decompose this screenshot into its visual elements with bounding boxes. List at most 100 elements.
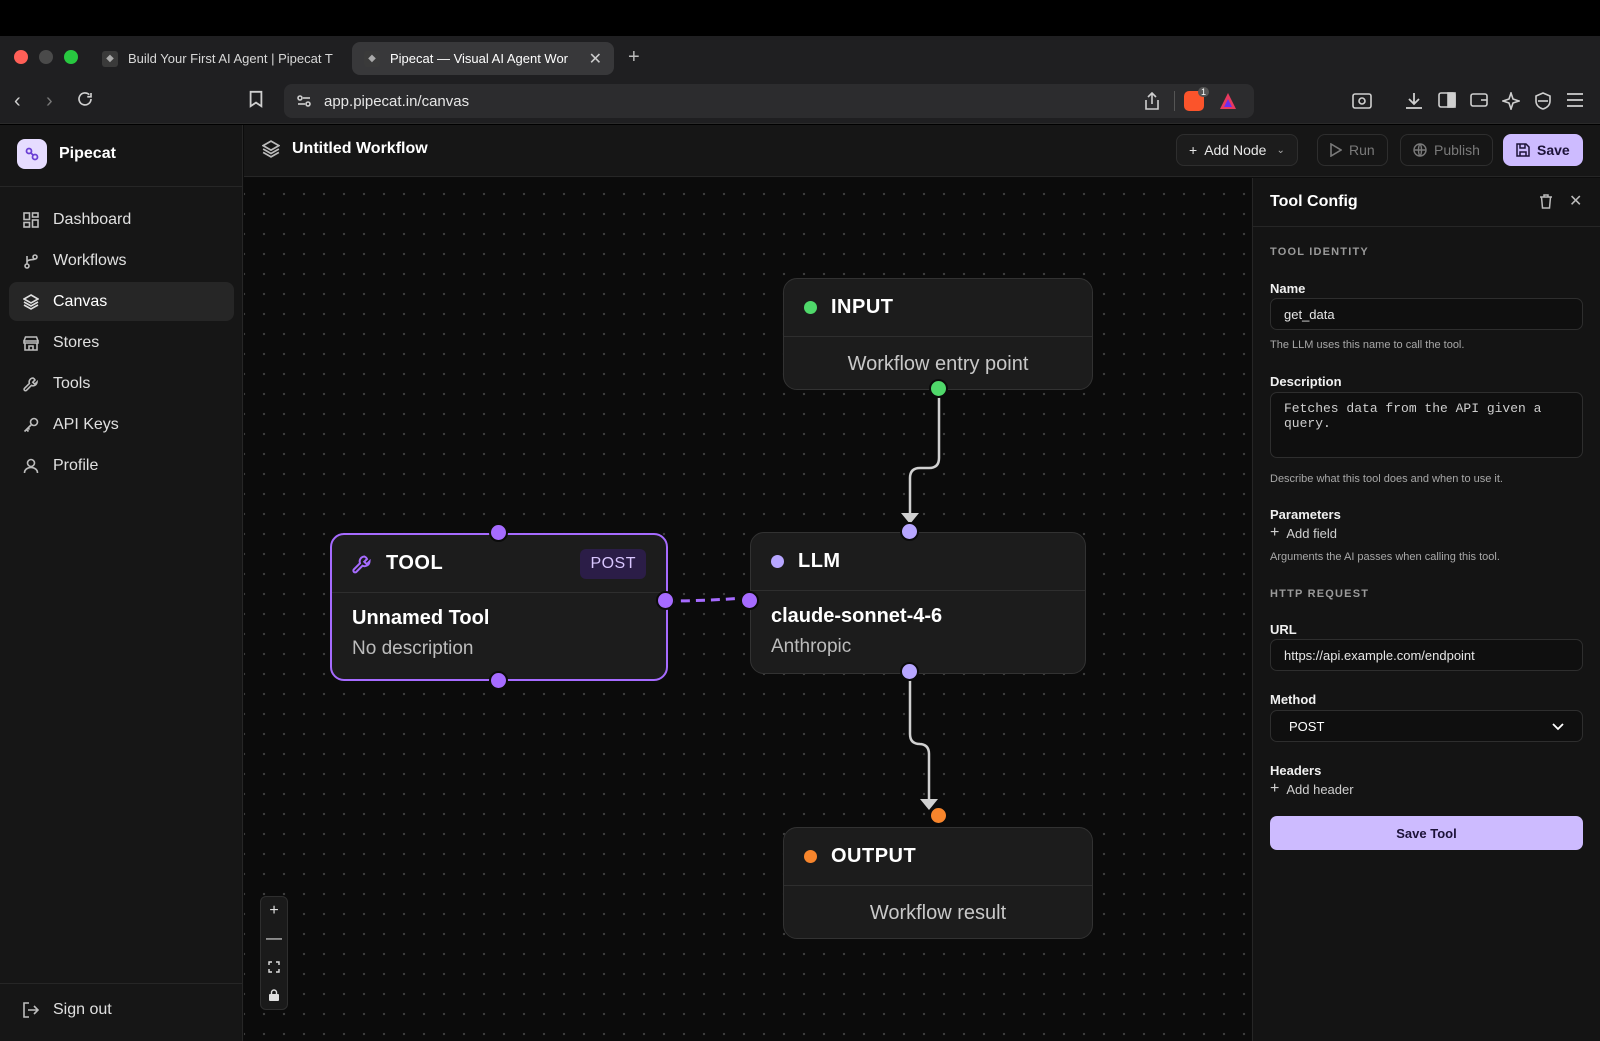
chevron-down-icon xyxy=(1552,719,1564,734)
screenshot-icon[interactable] xyxy=(1352,92,1372,112)
description-help: Describe what this tool does and when to… xyxy=(1270,473,1503,485)
output-node[interactable]: OUTPUT Workflow result xyxy=(783,827,1093,939)
minimize-window-button[interactable] xyxy=(39,50,53,64)
sidebar-item-tools[interactable]: Tools xyxy=(9,364,234,403)
leo-ai-icon[interactable] xyxy=(1500,90,1522,112)
sidebar-item-workflows[interactable]: Workflows xyxy=(9,241,234,280)
grid-icon xyxy=(22,211,40,229)
llm-source-handle[interactable] xyxy=(900,662,919,681)
tool-right-handle[interactable] xyxy=(656,591,675,610)
wallet-icon[interactable] xyxy=(1469,92,1489,112)
plus-icon: + xyxy=(1270,780,1280,797)
branch-icon xyxy=(22,252,40,270)
sign-out-button[interactable]: Sign out xyxy=(22,1001,112,1019)
name-help: The LLM uses this name to call the tool. xyxy=(1270,339,1465,351)
method-badge: POST xyxy=(580,548,646,579)
close-tab-icon[interactable]: ✕ xyxy=(588,50,602,68)
key-icon xyxy=(22,416,40,434)
panel-title: Tool Config xyxy=(1270,193,1358,210)
run-button[interactable]: Run xyxy=(1317,134,1388,166)
input-node-header: INPUT xyxy=(784,279,1092,337)
user-icon xyxy=(22,457,40,475)
zoom-controls: + — xyxy=(260,896,288,1010)
maximize-window-button[interactable] xyxy=(64,50,78,64)
save-button[interactable]: Save xyxy=(1503,134,1583,166)
save-tool-button[interactable]: Save Tool xyxy=(1270,816,1583,850)
browser-tab[interactable]: ◆ Build Your First AI Agent | Pipecat T xyxy=(90,42,340,75)
nav-bar: ‹ › app.pipecat.in/canvas 1 xyxy=(0,80,1600,124)
parameters-help: Arguments the AI passes when calling thi… xyxy=(1270,551,1500,563)
panel-divider xyxy=(1253,226,1600,227)
layers-icon xyxy=(262,140,280,158)
close-panel-icon[interactable]: ✕ xyxy=(1569,193,1583,210)
add-header-button[interactable]: + Add header xyxy=(1270,780,1354,797)
brand[interactable]: Pipecat xyxy=(17,139,116,169)
zoom-out-icon[interactable]: — xyxy=(266,930,282,947)
wrench-icon xyxy=(22,375,40,393)
fit-view-icon[interactable] xyxy=(261,953,287,981)
sidebar-item-canvas[interactable]: Canvas xyxy=(9,282,234,321)
bookmark-icon[interactable] xyxy=(248,90,264,114)
new-tab-icon[interactable]: + xyxy=(628,46,640,68)
method-select[interactable]: POST xyxy=(1270,710,1583,742)
reload-icon[interactable] xyxy=(76,90,94,114)
close-window-button[interactable] xyxy=(14,50,28,64)
add-field-button[interactable]: + Add field xyxy=(1270,524,1337,541)
address-bar[interactable]: app.pipecat.in/canvas 1 xyxy=(284,84,1254,118)
tool-bottom-handle[interactable] xyxy=(489,671,508,690)
tool-node-header: TOOL POST xyxy=(332,535,666,593)
vpn-shield-icon[interactable] xyxy=(1533,92,1553,112)
parameters-label: Parameters xyxy=(1270,507,1341,522)
llm-target-handle[interactable] xyxy=(900,522,919,541)
sidebar-toggle-icon[interactable] xyxy=(1437,92,1457,112)
llm-node[interactable]: LLM claude-sonnet-4-6 Anthropic xyxy=(750,532,1086,674)
chevron-down-icon: ⌄ xyxy=(1276,144,1285,156)
workflow-header: Untitled Workflow + Add Node ⌄ Run Publi… xyxy=(244,125,1600,177)
sidebar-divider-bottom xyxy=(0,983,243,984)
tool-name-input[interactable] xyxy=(1270,298,1583,330)
floppy-icon xyxy=(1516,143,1530,157)
url-text: app.pipecat.in/canvas xyxy=(324,93,470,110)
wrench-icon xyxy=(352,554,372,574)
sidebar-item-api-keys[interactable]: API Keys xyxy=(9,405,234,444)
forward-icon[interactable]: › xyxy=(46,90,53,112)
publish-button[interactable]: Publish xyxy=(1400,134,1493,166)
brave-rewards-icon[interactable] xyxy=(1218,91,1238,116)
llm-tool-handle[interactable] xyxy=(740,591,759,610)
input-node[interactable]: INPUT Workflow entry point xyxy=(783,278,1093,390)
add-node-button[interactable]: + Add Node ⌄ xyxy=(1176,134,1298,166)
app-root: Pipecat Dashboard Workflows Canvas Store… xyxy=(0,125,1600,1041)
pipecat-logo-icon xyxy=(17,139,47,169)
input-status-dot xyxy=(804,301,817,314)
output-status-dot xyxy=(804,850,817,863)
section-http-request: HTTP REQUEST xyxy=(1270,588,1370,600)
lock-icon[interactable] xyxy=(261,981,287,1009)
workflow-canvas[interactable]: INPUT Workflow entry point LLM claude-so… xyxy=(244,178,1251,1041)
workflow-title[interactable]: Untitled Workflow xyxy=(262,140,428,158)
output-target-handle[interactable] xyxy=(929,806,948,825)
sidebar-item-profile[interactable]: Profile xyxy=(9,446,234,485)
output-node-header: OUTPUT xyxy=(784,828,1092,886)
back-icon[interactable]: ‹ xyxy=(14,90,21,112)
tool-top-handle[interactable] xyxy=(489,523,508,542)
sidebar-item-dashboard[interactable]: Dashboard xyxy=(9,200,234,239)
url-label: URL xyxy=(1270,622,1297,637)
edge-arrow-llm xyxy=(901,513,919,524)
zoom-in-icon[interactable]: + xyxy=(269,902,279,919)
browser-tab-active[interactable]: ◆ Pipecat — Visual AI Agent Wor ✕ xyxy=(352,42,614,75)
trash-icon[interactable] xyxy=(1539,193,1553,214)
input-node-subtitle: Workflow entry point xyxy=(847,353,1029,375)
shield-count-badge: 1 xyxy=(1198,87,1210,97)
share-icon[interactable] xyxy=(1144,91,1160,115)
tool-node[interactable]: TOOL POST Unnamed Tool No description xyxy=(330,533,668,681)
llm-model: claude-sonnet-4-6 xyxy=(771,605,943,627)
globe-icon xyxy=(1413,143,1427,157)
sidebar-item-stores[interactable]: Stores xyxy=(9,323,234,362)
site-settings-icon[interactable] xyxy=(296,93,312,114)
input-source-handle[interactable] xyxy=(929,379,948,398)
url-input[interactable] xyxy=(1270,639,1583,671)
download-icon[interactable] xyxy=(1404,92,1424,112)
menu-icon[interactable] xyxy=(1565,92,1585,112)
tool-description-input[interactable]: Fetches data from the API given a query. xyxy=(1270,392,1583,458)
llm-node-header: LLM xyxy=(751,533,1085,591)
